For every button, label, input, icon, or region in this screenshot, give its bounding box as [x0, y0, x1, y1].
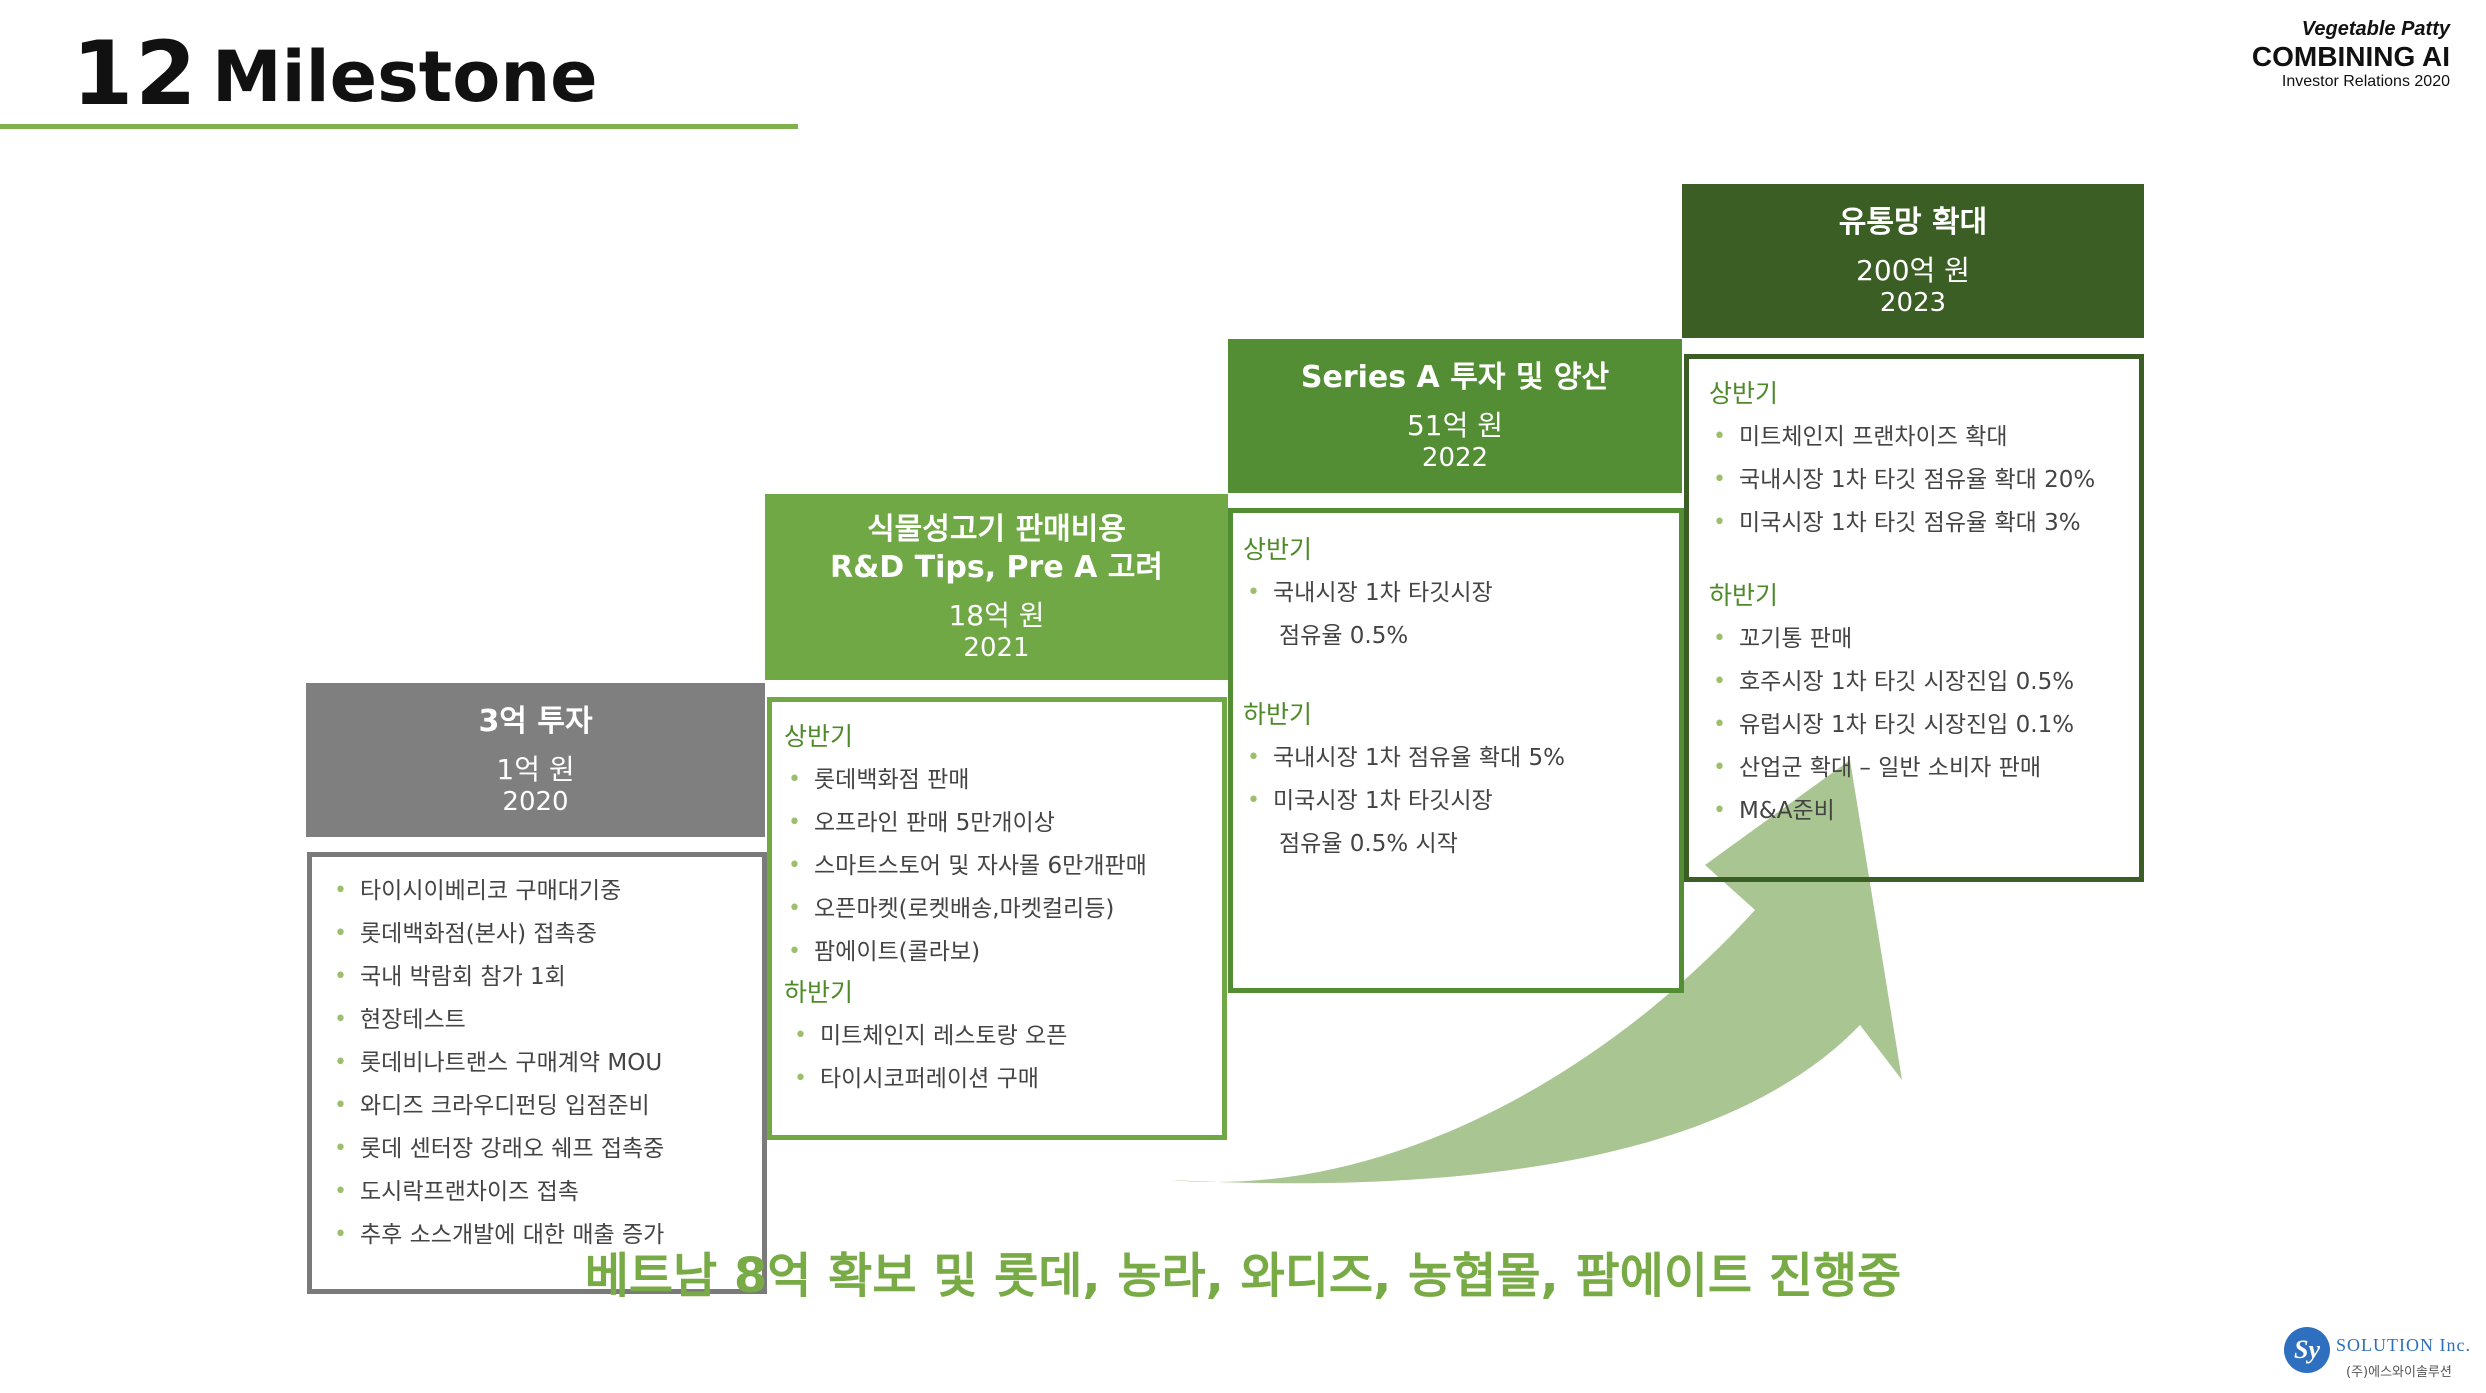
list-item: 국내시장 1차 점유율 확대 5% [1243, 744, 1679, 772]
item-list: 타이시이베리코 구매대기중 롯데백화점(본사) 접촉중 국내 박람회 참가 1회… [330, 877, 762, 1249]
list-item: 추후 소스개발에 대한 매출 증가 [330, 1221, 762, 1249]
list-item: 롯데백화점(본사) 접촉중 [330, 920, 762, 948]
logo-name: SOLUTION Inc. [2336, 1335, 2471, 1355]
list-item: 팜에이트(콜라보) [784, 938, 1222, 966]
list-item: 와디즈 크라우디펀딩 입점준비 [330, 1092, 762, 1120]
list-item: 유럽시장 1차 타깃 시장진입 0.1% [1709, 711, 2139, 739]
growth-arrow-shape [1170, 760, 1902, 1184]
list-item: 미국시장 1차 타깃 점유율 확대 3% [1709, 509, 2139, 537]
milestone-amount: 51억 원 [1406, 409, 1504, 442]
second-half-list: 꼬기통 판매 호주시장 1차 타깃 시장진입 0.5% 유럽시장 1차 타깃 시… [1709, 625, 2139, 825]
first-half-label: 상반기 [1243, 535, 1313, 564]
list-item: 오프라인 판매 5만개이상 [784, 809, 1222, 837]
list-item-continuation: 점유율 0.5% [1279, 623, 1409, 649]
milestone-title: Series A 투자 및 양산 [1300, 360, 1610, 395]
milestone-detail-2023: 상반기 미트체인지 프랜차이즈 확대 국내시장 1차 타깃 점유율 확대 20%… [1684, 354, 2144, 882]
logo-subtitle: (주)에스와이솔루션 [2346, 1365, 2452, 1380]
milestone-year: 2022 [1421, 443, 1489, 473]
milestone-title-line-2: R&D Tips, Pre A 고려 [830, 550, 1163, 585]
milestone-title: 3억 투자 [478, 704, 593, 739]
list-item: 롯데비나트랜스 구매계약 MOU [330, 1049, 762, 1077]
list-item: 국내시장 1차 타깃 점유율 확대 20% [1709, 466, 2139, 494]
second-half-label: 하반기 [1709, 581, 1779, 610]
list-item: M&A준비 [1709, 797, 2139, 825]
list-item: 국내시장 1차 타깃시장 [1243, 579, 1679, 607]
list-item-continuation: 점유율 0.5% 시작 [1279, 831, 1458, 857]
list-item: 오픈마켓(로켓배송,마켓컬리등) [784, 895, 1222, 923]
logo-mark-icon: Sy [2284, 1327, 2330, 1373]
milestone-amount: 18억 원 [948, 599, 1045, 632]
list-item: 롯데백화점 판매 [784, 766, 1222, 794]
brand-line-1: Vegetable Patty [2301, 18, 2450, 40]
milestone-head-2023: 유통망 확대 200억 원 2023 [1682, 184, 2144, 338]
second-half-label: 하반기 [1243, 700, 1313, 729]
list-item: 국내 박람회 참가 1회 [330, 963, 762, 991]
milestone-head-2021: 식물성고기 판매비용 R&D Tips, Pre A 고려 18억 원 2021 [765, 494, 1228, 680]
milestone-detail-2021: 상반기 롯데백화점 판매 오프라인 판매 5만개이상 스마트스토어 및 자사몰 … [767, 697, 1227, 1140]
milestone-title-line-1: 식물성고기 판매비용 [867, 512, 1126, 547]
list-item: 호주시장 1차 타깃 시장진입 0.5% [1709, 668, 2139, 696]
first-half-list: 미트체인지 프랜차이즈 확대 국내시장 1차 타깃 점유율 확대 20% 미국시… [1709, 423, 2139, 537]
list-item: 미국시장 1차 타깃시장 [1243, 787, 1679, 815]
second-half-list: 국내시장 1차 점유율 확대 5% 미국시장 1차 타깃시장 점유율 0.5% … [1243, 744, 1679, 858]
company-logo: Sy SOLUTION Inc. (주)에스와이솔루션 [2284, 1325, 2470, 1385]
brand-block: Vegetable Patty COMBINING AI Investor Re… [2252, 18, 2450, 92]
milestone-amount: 200억 원 [1856, 254, 1970, 287]
list-item: 타이시코퍼레이션 구매 [790, 1065, 1222, 1093]
list-item: 스마트스토어 및 자사몰 6만개판매 [784, 852, 1222, 880]
list-item: 꼬기통 판매 [1709, 625, 2139, 653]
milestone-year: 2020 [502, 787, 569, 817]
first-half-list: 국내시장 1차 타깃시장 점유율 0.5% [1243, 579, 1679, 650]
second-half-list: 미트체인지 레스토랑 오픈 타이시코퍼레이션 구매 [790, 1022, 1222, 1093]
growth-arrow-icon [1170, 760, 1902, 1184]
brand-line-3: Investor Relations 2020 [2281, 73, 2450, 91]
first-half-list: 롯데백화점 판매 오프라인 판매 5만개이상 스마트스토어 및 자사몰 6만개판… [784, 766, 1222, 966]
list-item: 현장테스트 [330, 1006, 762, 1034]
milestone-title: 유통망 확대 [1838, 205, 1988, 240]
summary-headline: 베트남 8억 확보 및 롯데, 농라, 와디즈, 농협몰, 팜에이트 진행중 [584, 1248, 1902, 1304]
list-item: 타이시이베리코 구매대기중 [330, 877, 762, 905]
milestone-amount: 1억 원 [496, 753, 575, 786]
second-half-label: 하반기 [784, 978, 854, 1007]
slide-number: 12 [72, 22, 199, 125]
brand-line-2: COMBINING AI [2251, 41, 2450, 72]
list-item: 산업군 확대 – 일반 소비자 판매 [1709, 754, 2139, 782]
milestone-detail-2022: 상반기 국내시장 1차 타깃시장 점유율 0.5% 하반기 국내시장 1차 점유… [1228, 508, 1684, 993]
first-half-label: 상반기 [784, 722, 854, 751]
milestone-head-2022: Series A 투자 및 양산 51억 원 2022 [1228, 339, 1682, 493]
first-half-label: 상반기 [1709, 379, 1779, 408]
list-item: 미트체인지 레스토랑 오픈 [790, 1022, 1222, 1050]
list-item: 롯데 센터장 강래오 쉐프 접촉중 [330, 1135, 762, 1163]
milestone-year: 2021 [963, 633, 1030, 663]
title-underline [0, 124, 798, 129]
list-item: 미트체인지 프랜차이즈 확대 [1709, 423, 2139, 451]
milestone-year: 2023 [1879, 288, 1947, 318]
list-item: 도시락프랜차이즈 접촉 [330, 1178, 762, 1206]
page-title: Milestone [212, 36, 598, 118]
milestone-head-2020: 3억 투자 1억 원 2020 [306, 683, 765, 837]
milestone-detail-2020: 타이시이베리코 구매대기중 롯데백화점(본사) 접촉중 국내 박람회 참가 1회… [307, 852, 767, 1294]
